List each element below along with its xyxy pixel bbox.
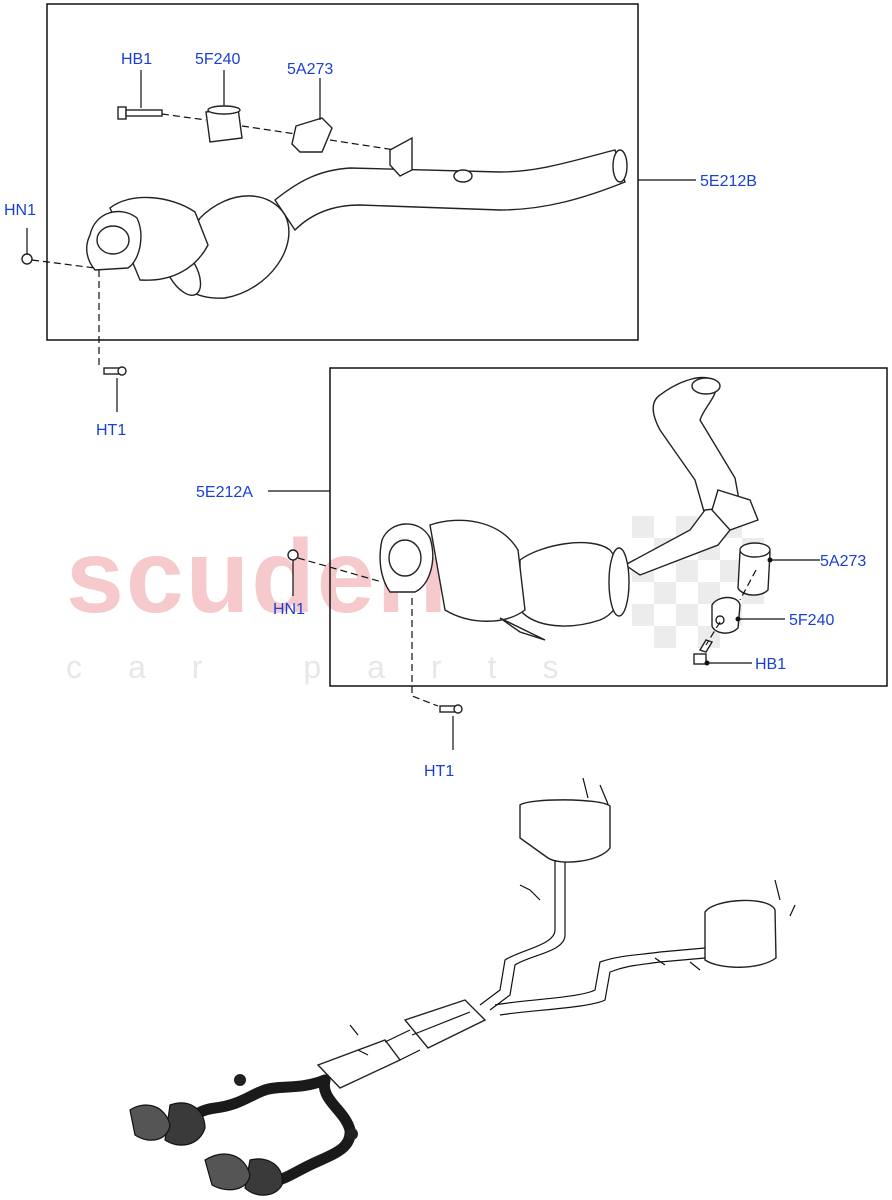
top-nut-hn1 xyxy=(21,228,96,269)
top-stud-ht1 xyxy=(98,270,127,412)
callout-top-5f240: 5F240 xyxy=(195,51,240,68)
callout-mid-5e212a: 5E212A xyxy=(196,484,253,501)
callout-mid-hn1: HN1 xyxy=(273,601,305,618)
top-insulator-5f240 xyxy=(205,105,243,143)
middle-panel-frame xyxy=(329,367,888,687)
top-bolt-hb1 xyxy=(117,106,163,120)
callout-top-ht1: HT1 xyxy=(96,422,126,439)
callout-mid-ht1: HT1 xyxy=(424,763,454,780)
callout-top-hn1: HN1 xyxy=(4,202,36,219)
callouts: HB1 5F240 5A273 5E212B HN1 HT1 5E212A HN… xyxy=(4,51,866,780)
mid-bracket-5a273 xyxy=(737,542,771,596)
mid-nut-hn1 xyxy=(287,549,383,596)
middle-panel xyxy=(268,367,888,687)
top-bracket-5a273 xyxy=(291,117,333,153)
front-catalyst-left xyxy=(164,1102,206,1146)
callout-mid-5f240: 5F240 xyxy=(789,612,834,629)
callout-top-5e212b: 5E212B xyxy=(700,173,757,190)
callout-mid-5a273: 5A273 xyxy=(820,553,866,570)
mid-hanger-assembly-line xyxy=(705,569,757,646)
top-panel-frame xyxy=(46,3,639,341)
callout-mid-hb1: HB1 xyxy=(755,656,786,673)
rear-muffler-right xyxy=(704,899,777,968)
centre-resonator xyxy=(403,999,487,1049)
mid-stud-ht1 xyxy=(411,598,463,750)
mid-bolt-hb1 xyxy=(693,639,714,665)
front-pipe-5e212b xyxy=(86,136,628,299)
callout-top-5a273: 5A273 xyxy=(287,61,333,78)
watermark-subtitle: car parts xyxy=(66,649,604,685)
rear-muffler-left xyxy=(519,799,611,863)
front-catalyst-right xyxy=(244,1158,283,1196)
callout-top-hb1: HB1 xyxy=(121,51,152,68)
top-hanger-assembly-line xyxy=(161,113,396,151)
full-exhaust-system xyxy=(129,777,796,1196)
top-panel xyxy=(46,3,696,341)
front-pipe-5e212a xyxy=(379,376,759,641)
